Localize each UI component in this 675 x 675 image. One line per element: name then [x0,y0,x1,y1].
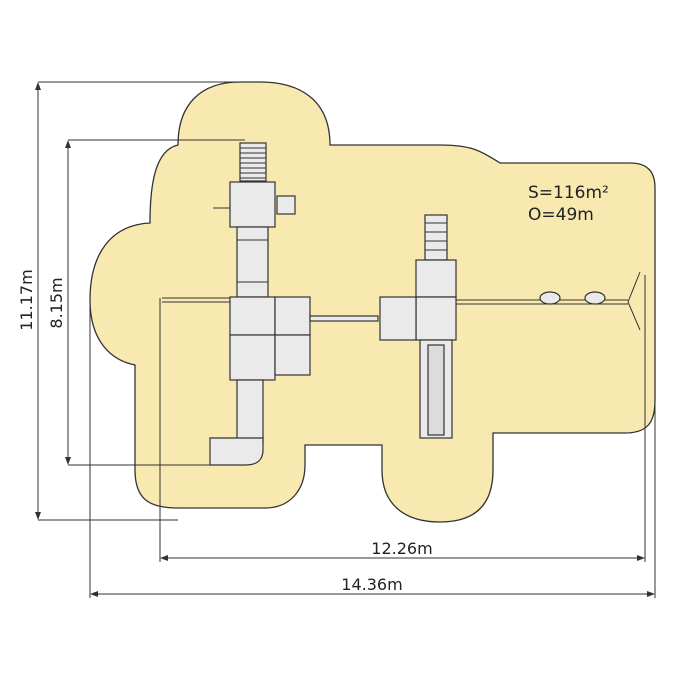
surface-area-label: S=116m² [528,183,609,203]
dimension-lines [35,81,656,598]
inner-width-label: 12.26m [371,539,432,558]
connecting-bridge [309,315,379,322]
outer-height-label: 11.17m [17,269,36,330]
perimeter-label: O=49m [528,205,594,225]
right-tower [379,214,641,439]
outer-width-label: 14.36m [341,575,402,594]
left-tower [162,142,311,466]
inner-height-label: 8.15m [47,277,66,328]
